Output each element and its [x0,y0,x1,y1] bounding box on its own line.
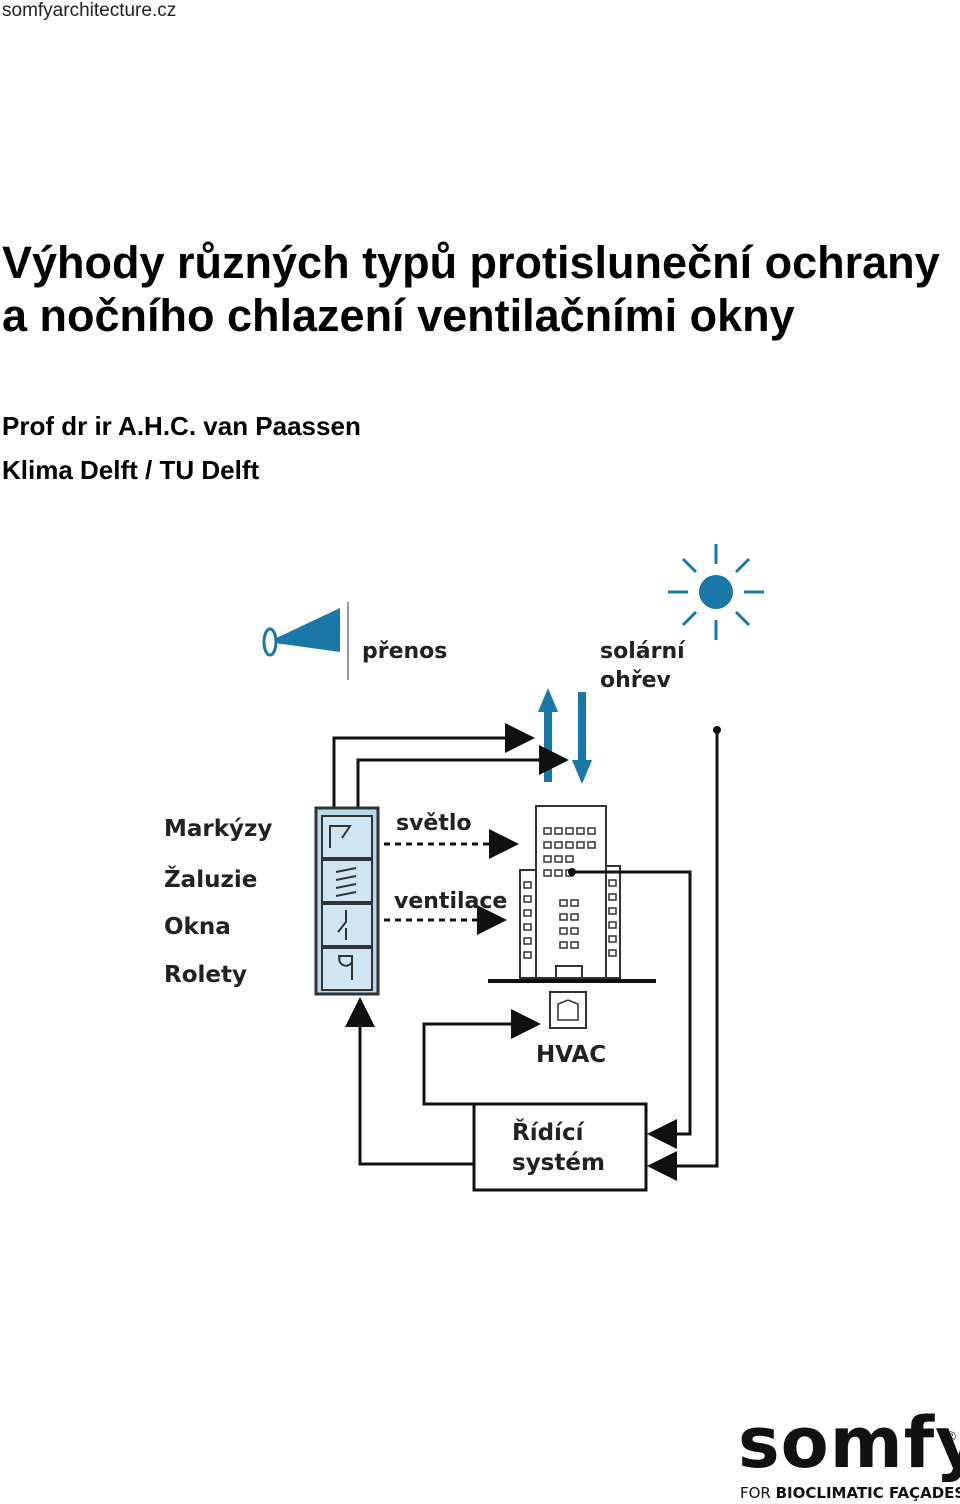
building-window [543,841,552,849]
device-label: Okna [164,914,231,940]
device-label: Markýzy [164,816,272,842]
title-line-2: a nočního chlazení ventilačními okny [2,290,795,341]
control-diagram: přenos solární ohřev [164,544,764,1192]
venetian-blind-icon [335,867,357,897]
building-window [570,927,579,935]
hvac-unit-icon [549,991,587,1029]
building-window [523,909,532,917]
title-line-1: Výhody různých typů protisluneční ochran… [2,237,940,288]
building-window [559,913,568,921]
ventilation-label: ventilace [394,889,507,914]
logo-tag-main: BIOCLIMATIC FAÇADES [775,1484,960,1502]
site-url: somfyarchitecture.cz [2,0,177,21]
control-system-box [472,1102,648,1192]
building-window [543,869,552,877]
light-label: světlo [396,811,472,836]
awning-icon [329,825,352,848]
building-window [565,827,574,835]
heat-exchange-arrows-icon [538,688,592,784]
building-window [608,949,617,957]
building-window [576,827,585,835]
building-window [608,879,617,887]
building-window [608,907,617,915]
building-window [523,923,532,931]
logo-tagline: FOR BIOCLIMATIC FAÇADES [740,1484,960,1502]
building-window [608,921,617,929]
building-window [570,899,579,907]
building-window [565,841,574,849]
building-window [570,913,579,921]
solar-label-line2: ohřev [600,668,672,693]
author-name: Prof dr ir A.H.C. van Paassen [2,411,361,441]
building-window [554,827,563,835]
device-label: Žaluzie [164,865,257,893]
building-window [608,893,617,901]
control-lines [345,730,719,1181]
window-icon [337,910,347,940]
building-window [565,855,574,863]
input-lines [332,723,569,808]
building-window [587,827,596,835]
logo-wordmark: somfy [738,1402,960,1484]
control-label-line1: Řídící [512,1118,585,1146]
building-window [523,895,532,903]
building-window [576,841,585,849]
shading-devices-box [314,806,380,996]
building-window [559,927,568,935]
control-label-line2: systém [512,1150,605,1176]
author-affiliation: Klima Delft / TU Delft [2,455,260,485]
transmission-label: přenos [362,639,447,664]
building-window [523,937,532,945]
sun-icon [668,544,764,640]
building-window [523,951,532,959]
roller-shutter-icon [338,955,353,980]
logo-tag-prefix: FOR [740,1484,776,1502]
hvac-label: HVAC [536,1042,606,1068]
page-title: Výhody různých typů protisluneční ochran… [2,236,952,342]
somfy-logo: somfy ® FOR BIOCLIMATIC FAÇADES [738,1402,960,1504]
building-icon [519,805,621,979]
building-window [570,941,579,949]
building-window [543,855,552,863]
building-window [608,935,617,943]
building-window [559,899,568,907]
building-window [554,869,563,877]
building-window [559,941,568,949]
building-window [523,881,532,889]
building-window [554,855,563,863]
device-label: Rolety [164,962,247,988]
wind-cone-icon [262,602,349,680]
building-window [587,841,596,849]
logo-registered-mark: ® [945,1428,956,1444]
building-window [543,827,552,835]
building-window [554,841,563,849]
solar-label-line1: solární [600,639,686,664]
author-block: Prof dr ir A.H.C. van Paassen Klima Delf… [2,404,361,492]
